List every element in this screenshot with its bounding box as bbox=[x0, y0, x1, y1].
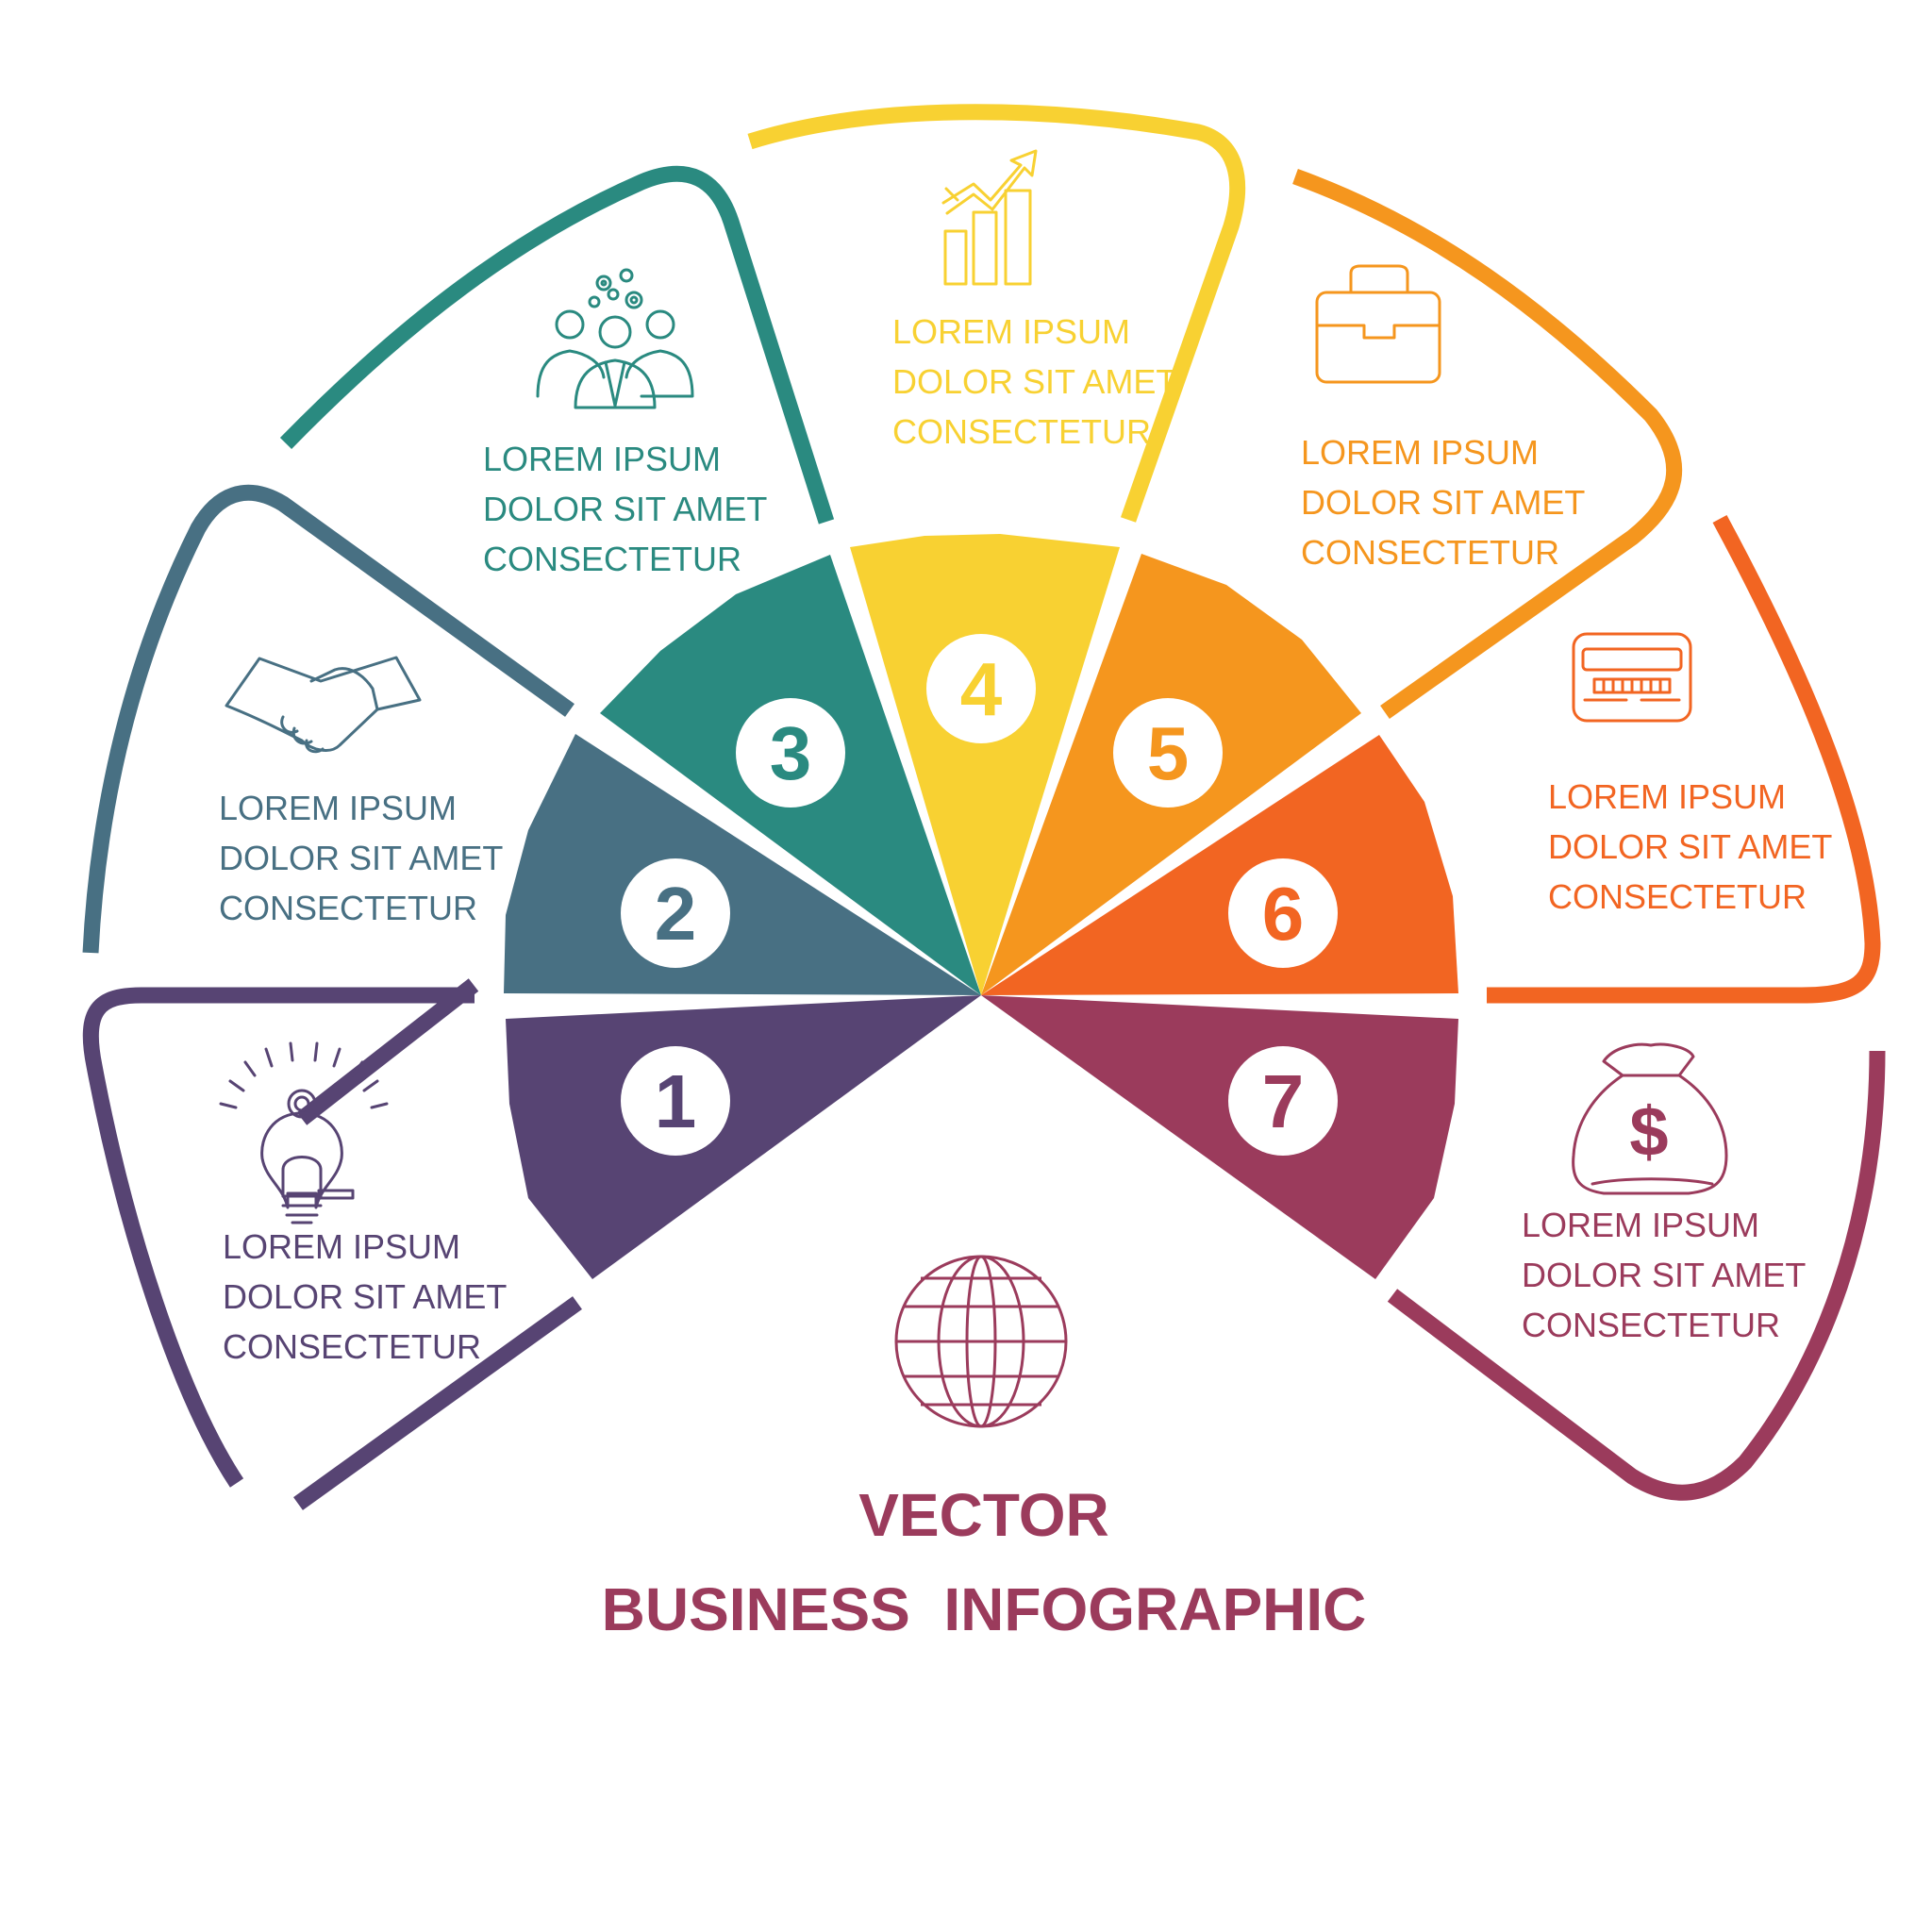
segment-text-1: LOREM IPSUM DOLOR SIT AMET CONSECTETUR bbox=[223, 1227, 507, 1366]
segment-text-line: CONSECTETUR bbox=[1548, 877, 1807, 916]
segment-text-line: LOREM IPSUM bbox=[219, 789, 457, 827]
credit-card-icon bbox=[1572, 632, 1692, 723]
title-business-infographic: BUSINESS INFOGRAPHIC bbox=[602, 1575, 1367, 1643]
number-circle-3 bbox=[736, 698, 845, 808]
growth-chart-icon bbox=[941, 149, 1038, 286]
briefcase-icon bbox=[1315, 264, 1441, 384]
segment-text-3: LOREM IPSUM DOLOR SIT AMET CONSECTETUR bbox=[483, 440, 767, 578]
outer-arc-4 bbox=[747, 104, 1245, 523]
segment-text-line: CONSECTETUR bbox=[483, 540, 741, 578]
wedge-2 bbox=[504, 734, 981, 995]
segment-text-line: LOREM IPSUM bbox=[223, 1227, 460, 1266]
outer-arc-5 bbox=[1292, 169, 1683, 719]
number-circle-1 bbox=[621, 1046, 730, 1156]
segment-text-line: LOREM IPSUM bbox=[1522, 1206, 1759, 1244]
number-label-3: 3 bbox=[770, 711, 812, 795]
number-label-7: 7 bbox=[1262, 1059, 1305, 1143]
outer-arc-2 bbox=[82, 484, 575, 954]
outer-arc-6 bbox=[1487, 514, 1881, 1004]
segment-text-5: LOREM IPSUM DOLOR SIT AMET CONSECTETUR bbox=[1301, 433, 1585, 572]
number-label-2: 2 bbox=[655, 872, 697, 956]
outer-arc-7 bbox=[1387, 1050, 1886, 1501]
segment-text-line: DOLOR SIT AMET bbox=[1301, 483, 1585, 522]
segment-text-line: CONSECTETUR bbox=[1301, 533, 1559, 572]
wedge-4 bbox=[850, 534, 1120, 995]
segment-text-line: DOLOR SIT AMET bbox=[892, 362, 1176, 401]
segment-text-line: CONSECTETUR bbox=[219, 889, 477, 927]
dollar-sign: $ bbox=[1629, 1092, 1668, 1171]
wedge-7 bbox=[981, 995, 1458, 1279]
number-circle-5 bbox=[1113, 698, 1223, 808]
number-circle-6 bbox=[1228, 858, 1338, 968]
segment-text-line: LOREM IPSUM bbox=[1301, 433, 1539, 472]
handshake-icon bbox=[225, 656, 422, 754]
segment-icons: $ bbox=[219, 149, 1728, 1224]
globe-icon bbox=[894, 1255, 1068, 1428]
number-circle-7 bbox=[1228, 1046, 1338, 1156]
outer-frame-arcs bbox=[82, 104, 1886, 1510]
title-vector: VECTOR bbox=[858, 1481, 1109, 1549]
number-circle-2 bbox=[621, 858, 730, 968]
segment-text-line: DOLOR SIT AMET bbox=[1548, 827, 1832, 866]
money-bag-icon: $ bbox=[1572, 1042, 1728, 1195]
segment-text-4: LOREM IPSUM DOLOR SIT AMET CONSECTETUR bbox=[892, 312, 1176, 451]
wedge-6 bbox=[981, 735, 1458, 995]
segment-text-7: LOREM IPSUM DOLOR SIT AMET CONSECTETUR bbox=[1522, 1206, 1806, 1344]
lightbulb-icon bbox=[219, 1041, 389, 1224]
outer-arc-3 bbox=[279, 165, 835, 525]
number-label-5: 5 bbox=[1147, 711, 1190, 795]
segment-text-line: LOREM IPSUM bbox=[1548, 777, 1786, 816]
segment-text-line: LOREM IPSUM bbox=[892, 312, 1130, 351]
segment-text-line: CONSECTETUR bbox=[892, 412, 1151, 451]
segment-text-line: CONSECTETUR bbox=[223, 1327, 481, 1366]
number-label-1: 1 bbox=[655, 1059, 697, 1143]
number-label-6: 6 bbox=[1262, 872, 1305, 956]
segment-text-6: LOREM IPSUM DOLOR SIT AMET CONSECTETUR bbox=[1548, 777, 1832, 916]
number-badges: 1 23 4 56 7 bbox=[621, 634, 1338, 1156]
segment-text-line: DOLOR SIT AMET bbox=[219, 839, 503, 877]
segment-text-line: DOLOR SIT AMET bbox=[483, 490, 767, 528]
wedge-1 bbox=[506, 995, 981, 1279]
segment-text-line: CONSECTETUR bbox=[1522, 1306, 1780, 1344]
segment-text-2: LOREM IPSUM DOLOR SIT AMET CONSECTETUR bbox=[219, 789, 503, 927]
segment-text-line: LOREM IPSUM bbox=[483, 440, 721, 478]
segment-text-line: DOLOR SIT AMET bbox=[223, 1277, 507, 1316]
number-label-4: 4 bbox=[960, 647, 1003, 731]
team-gears-icon bbox=[536, 268, 694, 409]
number-circle-4 bbox=[926, 634, 1036, 743]
outer-arc-1 bbox=[82, 978, 582, 1510]
segment-text-line: DOLOR SIT AMET bbox=[1522, 1256, 1806, 1294]
